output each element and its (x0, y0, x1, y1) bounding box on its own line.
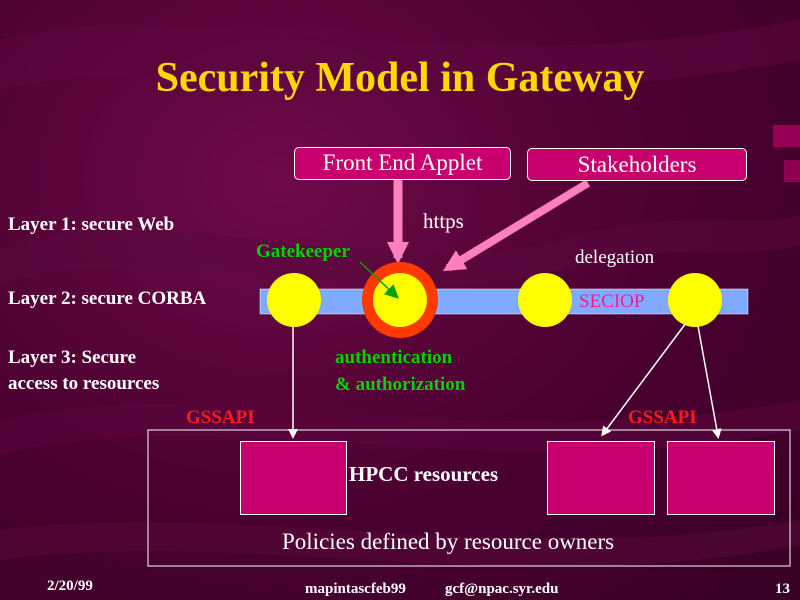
resource-box-2 (547, 441, 655, 515)
resource-box-1 (240, 441, 347, 515)
layer1-label: Layer 1: secure Web (8, 214, 175, 235)
gssapi-left-label: GSSAPI (186, 407, 255, 428)
hpcc-label: HPCC resources (349, 462, 499, 486)
gatekeeper-pointer (359, 261, 399, 299)
corba-node-3 (518, 273, 572, 327)
delegation-label: delegation (575, 247, 655, 268)
front-end-applet-box: Front End Applet (294, 147, 511, 180)
auth-label-line2: & authorization (335, 374, 466, 395)
layer2-label: Layer 2: secure CORBA (8, 288, 207, 309)
gssapi-right-arrow-a (601, 322, 687, 437)
footer-page-number: 13 (775, 581, 790, 597)
resources-frame (147, 429, 791, 567)
gatekeeper-label: Gatekeeper (256, 241, 350, 262)
footer-source: mapintascfeb99 (305, 581, 406, 597)
stakeholders-box: Stakeholders (527, 148, 747, 181)
gssapi-right-arrow-b (697, 325, 722, 439)
corba-bar (259, 288, 749, 315)
gssapi-right-label: GSSAPI (628, 407, 697, 428)
footer-date: 2/20/99 (47, 578, 93, 594)
corba-node-1 (267, 273, 321, 327)
stakeholders-label: Stakeholders (577, 152, 697, 177)
https-label: https (423, 209, 464, 233)
seciop-label: SECIOP (579, 291, 645, 312)
resource-box-3 (667, 441, 775, 515)
corba-node-4 (668, 273, 722, 327)
footer-email: gcf@npac.syr.edu (445, 581, 559, 597)
front-end-applet-label: Front End Applet (322, 150, 483, 175)
layer3-label-line2: access to resources (8, 373, 160, 394)
page-title: Security Model in Gateway (155, 55, 645, 101)
auth-label-line1: authentication (335, 347, 453, 368)
policies-label: Policies defined by resource owners (282, 529, 615, 554)
stakeholders-arrow (442, 179, 591, 272)
layer3-label-line1: Layer 3: Secure (8, 347, 137, 368)
